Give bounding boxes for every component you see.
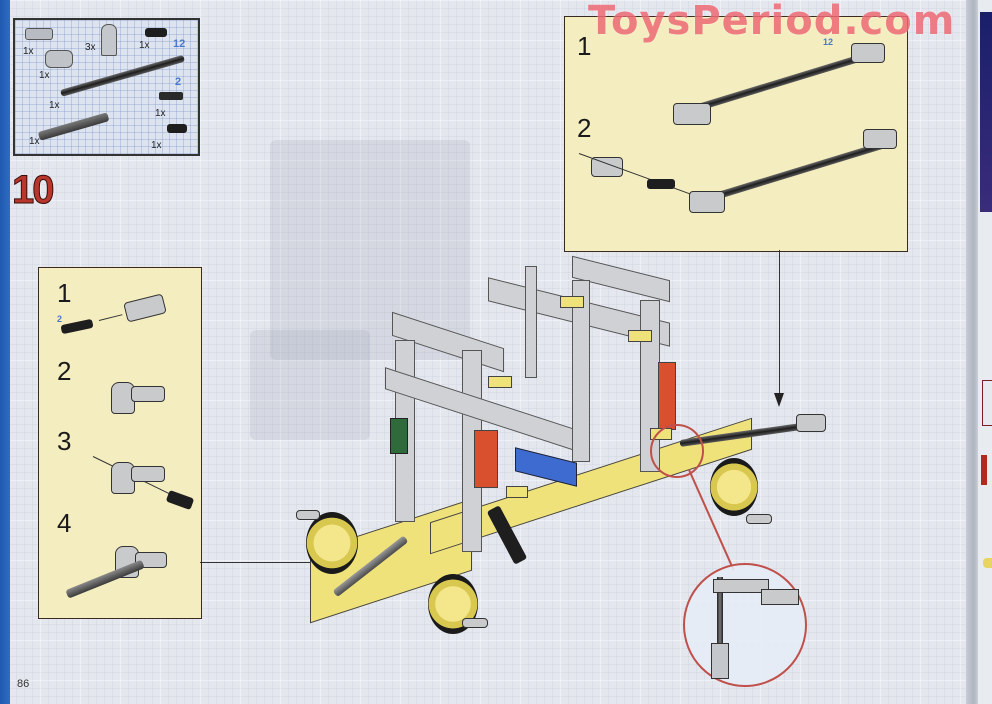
connector	[673, 103, 711, 125]
substep-number: 3	[57, 426, 72, 456]
part-qty: 1x	[23, 46, 34, 57]
link-arm	[65, 559, 145, 599]
connector	[689, 191, 725, 213]
frame-grey-column	[572, 280, 590, 462]
watermark: ToysPeriod.com	[588, 0, 956, 44]
wheel-front-left	[306, 512, 358, 574]
connector	[863, 129, 897, 149]
vertical-axle	[525, 266, 537, 378]
next-page-banner	[980, 12, 992, 212]
connector	[591, 157, 623, 177]
step-number: 10	[12, 168, 55, 213]
axle-end	[746, 514, 772, 524]
page-spine-band	[0, 0, 10, 704]
substep-number: 4	[57, 508, 72, 538]
perpendicular-connector-arm	[131, 386, 165, 402]
substep-number: 1	[57, 278, 72, 308]
next-page-step-number	[981, 455, 987, 485]
part-shock-link	[37, 112, 110, 141]
part-pin-connector	[101, 24, 117, 56]
substep-number: 2	[577, 113, 592, 143]
next-page-yellow-part	[983, 558, 992, 568]
connector	[851, 43, 885, 63]
part-pin-with-bush	[167, 124, 187, 133]
red-beam	[658, 362, 676, 430]
page-number: 86	[17, 678, 30, 690]
part-axle-connector	[25, 28, 53, 40]
yellow-tile	[628, 330, 652, 342]
axle-connector	[123, 293, 167, 323]
next-page-parts-box	[982, 380, 992, 426]
axle-length-badge: 12	[823, 37, 834, 47]
part-qty: 1x	[39, 70, 50, 81]
part-axle-joiner	[45, 50, 73, 68]
detail-connector-lower	[761, 589, 799, 605]
black-pin	[647, 179, 675, 189]
axle-end	[462, 618, 488, 628]
callout-arrow-line	[779, 250, 780, 400]
black-pin	[165, 489, 195, 511]
parts-list-box: 1x 3x 1x 1x 12 1x 2 1x 1x 1x	[13, 18, 200, 156]
yellow-tile	[560, 296, 584, 308]
part-axle-2	[159, 92, 183, 100]
subassembly-panel-left: 1 2 2 3 4	[38, 267, 202, 619]
axle-length-badge: 2	[175, 76, 182, 88]
detail-marker-circle	[650, 424, 704, 478]
part-qty: 3x	[85, 42, 96, 53]
yellow-tile	[488, 376, 512, 388]
part-qty: 1x	[29, 136, 40, 147]
assembly-arrow	[98, 314, 123, 321]
axle-2	[60, 318, 94, 335]
part-qty: 1x	[49, 100, 60, 111]
detail-axle	[717, 577, 723, 667]
perpendicular-connector-arm	[131, 466, 165, 482]
axle-12	[693, 50, 874, 112]
part-axle-12	[60, 54, 186, 97]
substep-number: 1	[577, 31, 592, 61]
red-beam	[474, 430, 498, 488]
detail-connector	[713, 579, 769, 593]
wheel-rear-right	[710, 458, 758, 516]
yellow-tile	[506, 486, 528, 498]
detail-zoom-circle	[683, 563, 807, 687]
part-qty: 1x	[139, 40, 150, 51]
ghost-previous-model	[270, 140, 470, 360]
substep-number: 2	[57, 356, 72, 386]
part-black-pin	[145, 28, 167, 37]
part-qty: 1x	[151, 140, 162, 151]
axle-length-badge: 12	[173, 38, 186, 50]
blue-plate	[515, 447, 577, 487]
green-beam	[390, 418, 408, 454]
subassembly-panel-top-right: 1 12 2	[564, 16, 908, 252]
installed-connector	[796, 414, 826, 432]
arrow-head-down-icon	[774, 393, 784, 407]
ghost-previous-model	[250, 330, 370, 440]
callout-line-left	[200, 562, 310, 563]
detail-pin	[711, 643, 729, 679]
axle-length-badge: 2	[57, 314, 63, 324]
axle-end	[296, 510, 320, 520]
part-qty: 1x	[155, 108, 166, 119]
